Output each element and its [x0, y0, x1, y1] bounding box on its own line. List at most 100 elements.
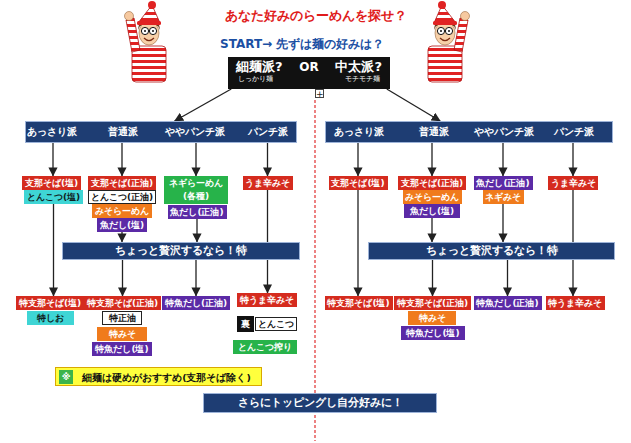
- category-text: あっさり派: [334, 125, 384, 139]
- box-text: 特魚だし(正油): [476, 298, 538, 308]
- expand-icon: +: [315, 89, 324, 98]
- box-text: みそらーめん: [405, 192, 459, 202]
- menu-box: 支那そば(正油): [88, 176, 156, 190]
- flow-arrow: [431, 218, 432, 242]
- start-box: 細麺派?OR中太派?しっかり麺 モチモチ麺: [228, 57, 390, 89]
- flow-arrow: [357, 143, 358, 176]
- box-text: 特魚だし(塩): [406, 328, 459, 338]
- box-text: 特みそ: [419, 313, 446, 323]
- box-text: とんこつ(正油): [91, 192, 153, 202]
- waldo-figure: [428, 1, 470, 82]
- category-text: パンチ派: [554, 125, 594, 139]
- box-text: 特支那そば(塩): [19, 298, 81, 308]
- menu-box: 魚だし(正油): [168, 205, 227, 219]
- menu-box: 魚だし(塩): [97, 218, 147, 232]
- sub-text: しっかり麺: [238, 75, 273, 84]
- flow-arrow: [357, 190, 358, 296]
- menu-box: 特魚だし(正油): [474, 296, 542, 310]
- box-text: みそらーめん: [95, 206, 149, 216]
- box-text: 特みそ: [109, 329, 136, 339]
- box-text: 魚だし(塩): [410, 206, 454, 216]
- menu-box: ネギらーめん (各種): [164, 176, 228, 204]
- flow-arrow: [502, 143, 503, 176]
- flow-arrow: [196, 219, 197, 242]
- menu-box: とんこつ: [255, 317, 297, 331]
- menu-box: 特魚だし(正油): [162, 296, 230, 310]
- flow-arrow: [195, 143, 196, 176]
- box-text: 特支那そば(塩): [327, 298, 389, 308]
- menu-box: 魚だし(塩): [404, 204, 460, 218]
- box-text: 特魚だし(正油): [165, 298, 227, 308]
- flow-arrow: [502, 204, 503, 242]
- choice-text: 細麺派?: [236, 59, 283, 75]
- menu-box: 支那そば(塩): [329, 176, 388, 190]
- flow-arrow: [267, 143, 268, 176]
- box-text: 特正油: [109, 313, 136, 323]
- menu-box: とんこつ搾り: [233, 340, 297, 354]
- banner-band: ちょっと贅沢するなら！特: [62, 242, 300, 260]
- menu-box: 魚だし(正油): [474, 176, 533, 190]
- box-text: 特魚だし(塩): [95, 344, 148, 354]
- box-text: 裏: [241, 319, 250, 329]
- flow-arrow: [507, 260, 508, 296]
- category-text: 普通派: [108, 125, 138, 139]
- box-text: 支那そば(塩): [25, 178, 78, 188]
- box-text: 魚だし(塩): [100, 220, 144, 230]
- start-row: しっかり麺 モチモチ麺: [236, 75, 382, 84]
- box-text: 特うま辛みそ: [548, 298, 602, 308]
- menu-box: とんこつ(正油): [88, 190, 156, 204]
- flow-arrow: [387, 89, 440, 121]
- menu-box: 支那そば(塩): [22, 176, 81, 190]
- category-text: あっさり派: [27, 125, 77, 139]
- box-text: うま辛みそ: [551, 178, 596, 188]
- box-text: 特支那そば(正油): [87, 298, 158, 308]
- menu-box: 特うま辛みそ: [237, 293, 297, 307]
- box-text: とんこつ: [258, 319, 294, 329]
- start-row: 細麺派?OR中太派?: [236, 59, 382, 75]
- note-box: 細麺は硬めがおすすめ(支那そば除く)※: [55, 367, 262, 386]
- box-text: 特しお: [37, 313, 64, 323]
- box-text: とんこつ搾り: [238, 342, 292, 352]
- menu-box: 特魚だし(塩): [92, 342, 152, 356]
- waldo-figure: [125, 1, 167, 82]
- flow-arrow: [175, 89, 232, 121]
- flow-arrow: [121, 232, 122, 242]
- banner-band: さらにトッピングし自分好みに！: [203, 393, 437, 413]
- flow-arrow: [572, 143, 573, 176]
- box-text: ネギらーめん (各種): [169, 178, 223, 201]
- menu-box: ※: [59, 370, 73, 384]
- menu-box: 特支那そば(塩): [16, 296, 84, 310]
- menu-box: 特支那そば(塩): [325, 296, 393, 310]
- flow-arrow: [432, 260, 433, 296]
- box-text: ネギみそ: [485, 192, 521, 202]
- title-text: あなた好みのらーめんを探せ？: [0, 7, 631, 25]
- menu-box: 特みそ: [97, 327, 147, 341]
- box-text: うま辛みそ: [245, 178, 290, 188]
- menu-box: とんこつ(塩): [24, 190, 83, 204]
- box-text: さらにトッピングし自分好みに！: [238, 396, 403, 409]
- category-text: パンチ派: [248, 125, 288, 139]
- sub-text: モチモチ麺: [345, 75, 380, 84]
- menu-box: うま辛みそ: [243, 176, 293, 190]
- box-text: 魚だし(正油): [476, 178, 529, 188]
- box-text: とんこつ(塩): [27, 192, 80, 202]
- box-text: 魚だし(正油): [170, 207, 223, 217]
- banner-band: ちょっと贅沢するなら！特: [368, 242, 615, 260]
- menu-box: 特うま辛みそ: [546, 296, 605, 310]
- box-text: 特うま辛みそ: [240, 295, 294, 305]
- flow-arrow: [195, 260, 196, 296]
- box-text: 支那そば(塩): [331, 178, 384, 188]
- category-band: あっさり派普通派ややパンチ派パンチ派: [25, 121, 297, 143]
- flow-arrow: [122, 260, 123, 296]
- box-text: 支那そば(正油): [401, 178, 463, 188]
- category-text: 普通派: [419, 125, 449, 139]
- menu-box: 特魚だし(塩): [401, 326, 465, 340]
- menu-box: 特支那そば(正油): [84, 296, 161, 310]
- menu-box: みそらーめん: [92, 204, 152, 218]
- menu-box: みそらーめん: [403, 190, 462, 204]
- menu-box: 支那そば(正油): [398, 176, 466, 190]
- menu-box: 特しお: [27, 311, 74, 325]
- menu-box: 裏: [237, 316, 254, 332]
- category-band: あっさり派普通派ややパンチ派パンチ派: [325, 121, 613, 143]
